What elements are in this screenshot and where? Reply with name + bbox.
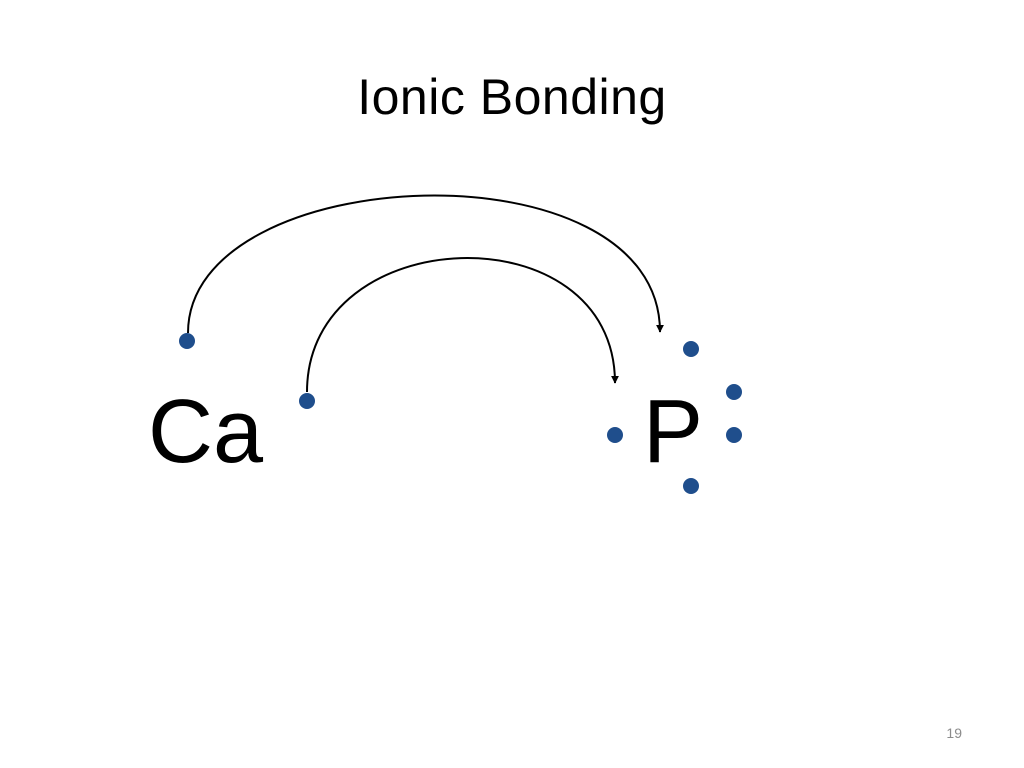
phosphorus-electron-dot xyxy=(726,384,742,400)
calcium-symbol: Ca xyxy=(148,382,264,482)
slide-title: Ionic Bonding xyxy=(357,69,667,125)
phosphorus-electron-dot xyxy=(683,478,699,494)
page-number: 19 xyxy=(946,725,962,741)
calcium-electron-dot xyxy=(299,393,315,409)
phosphorus-electron-dot xyxy=(683,341,699,357)
phosphorus-electron-dot xyxy=(607,427,623,443)
calcium-electron-dot xyxy=(179,333,195,349)
phosphorus-electron-dot xyxy=(726,427,742,443)
inner-transfer-arrow xyxy=(306,257,619,393)
outer-transfer-arrow xyxy=(187,194,664,334)
phosphorus-symbol: P xyxy=(643,382,703,482)
